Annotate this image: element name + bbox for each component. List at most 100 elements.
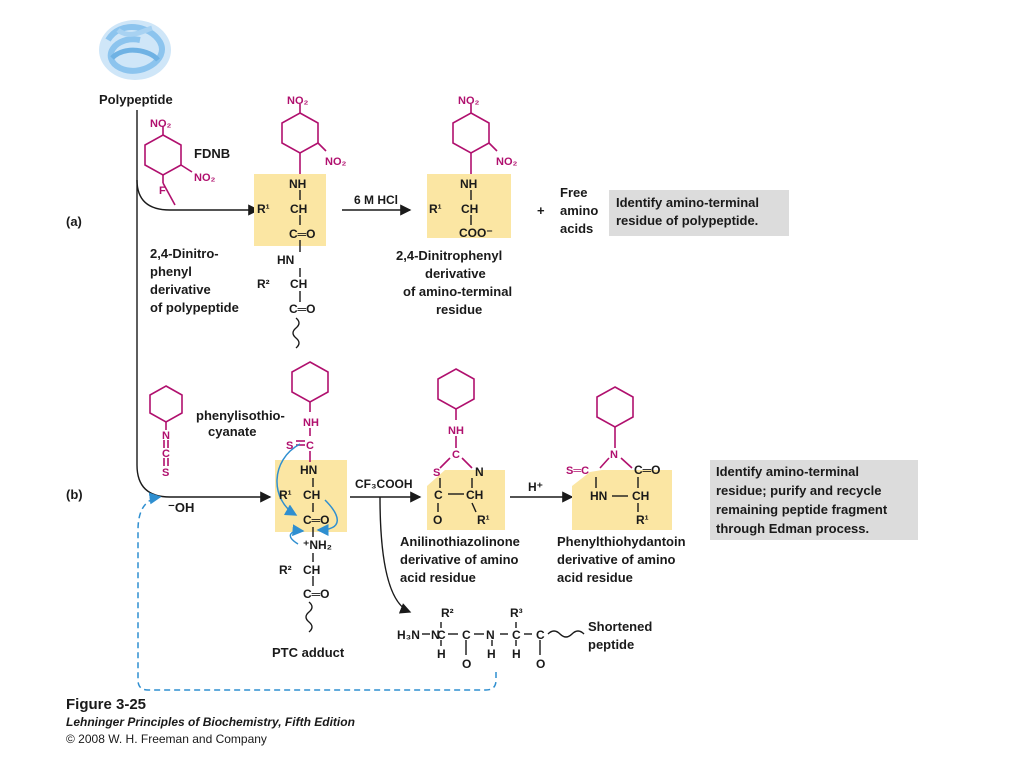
sp-h3n: H₃N	[397, 628, 420, 642]
free-aa-3: acids	[560, 221, 593, 236]
ptc-co2: C═O	[303, 587, 330, 601]
identify-b-line-4: through Edman process.	[716, 521, 869, 536]
dnp-residue-highlight	[427, 174, 511, 238]
dnp-poly-r1: R¹	[257, 202, 270, 216]
identify-b-box	[710, 460, 918, 540]
atz-caption-2: derivative of amino	[400, 552, 519, 567]
shortened-peptide-arrow	[379, 496, 412, 614]
dnp-poly-caption-4: of polypeptide	[150, 300, 239, 315]
atz-ch: CH	[466, 488, 483, 502]
ptc-ch: CH	[303, 488, 320, 502]
pitc-c: C	[162, 448, 170, 460]
dnp-residue-ring	[452, 104, 498, 225]
sp-h3: H	[512, 647, 521, 661]
figure-copyright: © 2008 W. H. Freeman and Company	[66, 732, 267, 746]
polypeptide-icon	[99, 20, 171, 80]
fdnb-no2-side: NO₂	[194, 172, 216, 184]
curved-electron-arrow-3	[289, 524, 305, 545]
sp-r3: R³	[510, 606, 523, 620]
dnp-res-caption-1: 2,4-Dinitrophenyl	[396, 248, 502, 263]
ptc-ch2: CH	[303, 563, 320, 577]
pth-ring	[595, 386, 639, 512]
sp-c3: C	[512, 628, 521, 642]
ptc-nh: NH	[303, 417, 319, 429]
identify-b-line-1: Identify amino-terminal	[716, 464, 859, 479]
pth-sc: S═C	[566, 465, 589, 477]
dnp-poly-no2-side: NO₂	[325, 156, 347, 168]
atz-s: S	[433, 467, 440, 479]
dnp-poly-caption-1: 2,4-Dinitro-	[150, 246, 219, 261]
sp-n: N	[431, 628, 440, 642]
sp-n2: N	[486, 628, 495, 642]
main-arrow-b	[136, 110, 272, 503]
ptc-adduct-label: PTC adduct	[272, 645, 345, 660]
dnp-res-caption-4: residue	[436, 302, 482, 317]
pth-n: N	[610, 449, 618, 461]
dnp-poly-nh: NH	[289, 177, 306, 191]
dnp-res-no2-top: NO₂	[458, 95, 480, 107]
pth-highlight	[572, 470, 672, 530]
pitc-s: S	[162, 467, 169, 479]
sp-o2: O	[536, 657, 545, 671]
atz-caption-1: Anilinothiazolinone	[400, 534, 520, 549]
identify-a-line-2: residue of polypeptide.	[616, 213, 758, 228]
hydroxide-label: ⁻OH	[168, 500, 194, 515]
fdnb-no2-top: NO₂	[150, 118, 172, 130]
dnp-poly-caption-3: derivative	[150, 282, 211, 297]
identify-a-box	[609, 190, 789, 236]
recycle-dashed-arrow	[137, 492, 497, 691]
sp-c4: C	[536, 628, 545, 642]
shortened-peptide-label-1: Shortened	[588, 619, 652, 634]
pth-caption-2: derivative of amino	[557, 552, 676, 567]
shortened-peptide-structure	[422, 622, 585, 655]
pitc-label-1: phenylisothio-	[196, 408, 285, 423]
pitc-n: N	[162, 430, 170, 442]
curved-electron-arrow-1	[276, 443, 301, 516]
dnp-res-no2-side: NO₂	[496, 156, 518, 168]
figure-subtitle: Lehninger Principles of Biochemistry, Fi…	[66, 715, 355, 729]
dnp-poly-ch: CH	[290, 202, 307, 216]
pth-hn: HN	[590, 489, 607, 503]
fdnb-fluorine: F	[159, 185, 166, 197]
dnp-polypeptide-ring	[281, 104, 327, 349]
dnp-res-nh: NH	[460, 177, 477, 191]
dnp-poly-no2-top: NO₂	[287, 95, 309, 107]
free-aa-1: Free	[560, 185, 587, 200]
sp-h1: H	[437, 647, 446, 661]
dnp-res-caption-3: of amino-terminal	[403, 284, 512, 299]
atz-caption-3: acid residue	[400, 570, 476, 585]
ptc-highlight	[275, 460, 347, 532]
curved-electron-arrow-2	[316, 499, 338, 536]
dnp-res-r1: R¹	[429, 202, 442, 216]
pth-co: C═O	[634, 463, 661, 477]
ptc-r1: R¹	[279, 488, 292, 502]
part-b-label: (b)	[66, 487, 83, 502]
dnp-res-caption-2: derivative	[425, 266, 486, 281]
atz-n: N	[475, 465, 484, 479]
identify-b-line-2: residue; purify and recycle	[716, 483, 881, 498]
pitc-label-2: cyanate	[208, 424, 256, 439]
ptc-r2: R²	[279, 563, 292, 577]
ptc-hn: HN	[300, 463, 317, 477]
shortened-peptide-label-2: peptide	[588, 637, 634, 652]
identify-a-line-1: Identify amino-terminal	[616, 195, 759, 210]
identify-b-line-3: remaining peptide fragment	[716, 502, 888, 517]
pth-ch: CH	[632, 489, 649, 503]
dnp-res-coo: COO⁻	[459, 226, 493, 240]
h-plus-label: H⁺	[528, 480, 543, 494]
atz-r1: R¹	[477, 513, 490, 527]
atz-c2: C	[434, 488, 443, 502]
pitc-molecule	[149, 385, 183, 466]
dnp-poly-co2: C═O	[289, 302, 316, 316]
pth-caption-1: Phenylthiohydantoin	[557, 534, 686, 549]
ptc-s: S	[286, 440, 293, 452]
sp-c1: C	[437, 628, 446, 642]
polypeptide-label: Polypeptide	[99, 92, 173, 107]
plus-sign: +	[537, 203, 545, 218]
sp-r2: R²	[441, 606, 454, 620]
fdnb-label: FDNB	[194, 146, 230, 161]
dnp-poly-r2: R²	[257, 277, 270, 291]
dnp-poly-co: C═O	[289, 227, 316, 241]
atz-highlight	[427, 470, 505, 530]
